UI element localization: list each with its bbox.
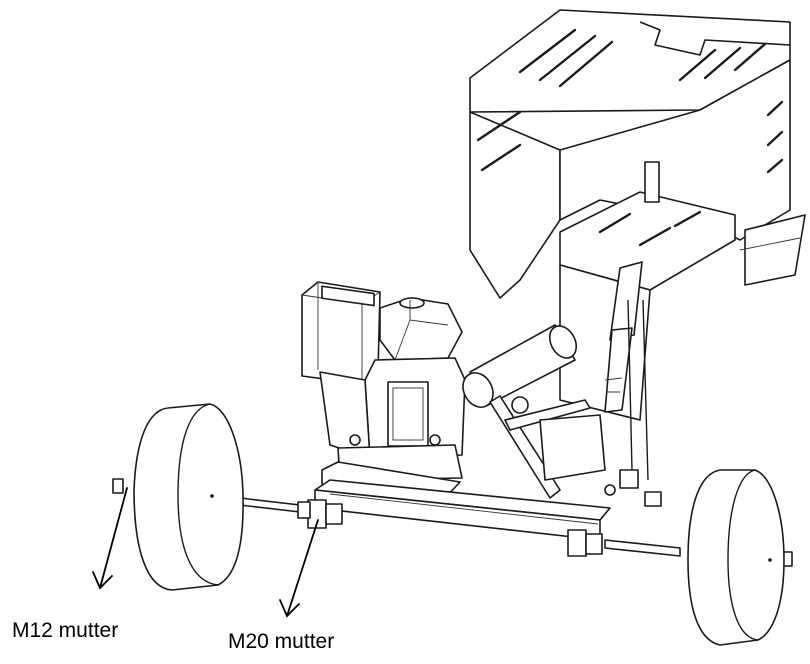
- left-wheel: [133, 403, 244, 591]
- right-axle: [604, 539, 793, 567]
- lever: [604, 261, 643, 413]
- linkage: [489, 299, 662, 507]
- label-m12-nut: M12 mutter: [12, 619, 119, 642]
- arrow-m12: [92, 487, 128, 590]
- frame: [307, 434, 611, 557]
- arrow-m20: [279, 519, 319, 618]
- right-wheel: [687, 469, 785, 646]
- hopper-chute: [469, 9, 806, 299]
- label-m20-nut: M20 mutter: [228, 630, 335, 653]
- engine: [301, 281, 466, 459]
- roller: [462, 324, 578, 408]
